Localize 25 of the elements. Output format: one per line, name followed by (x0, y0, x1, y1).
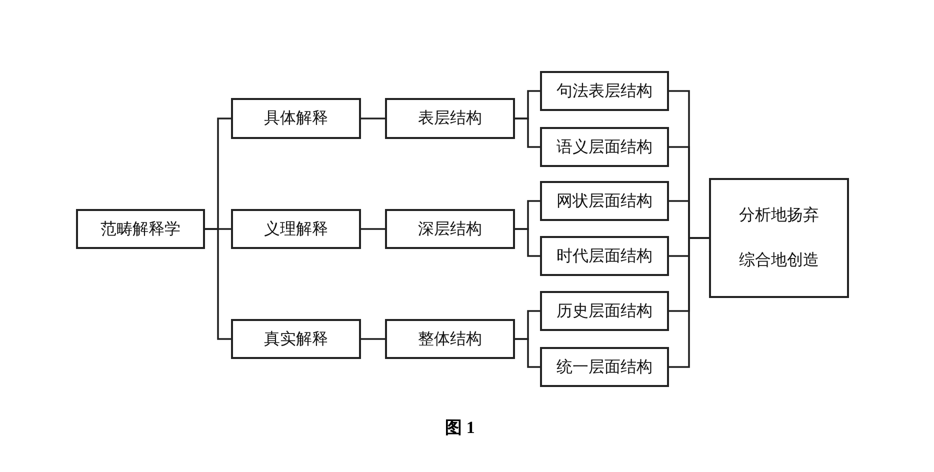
concept-box: 网状层面结构 (540, 181, 669, 221)
connector-line (515, 338, 540, 368)
concept-box: 时代层面结构 (540, 236, 669, 276)
concept-box: 句法表层结构 (540, 71, 669, 111)
concept-box: 真实解释 (231, 319, 361, 359)
concept-box: 深层结构 (385, 209, 515, 249)
connector-line (361, 338, 385, 340)
concept-box: 统一层面结构 (540, 347, 669, 387)
connector-line (361, 118, 385, 120)
concept-box: 语义层面结构 (540, 127, 669, 167)
connector-line (669, 237, 709, 368)
connector-line (515, 228, 540, 257)
concept-box: 义理解释 (231, 209, 361, 249)
concept-box: 整体结构 (385, 319, 515, 359)
concept-box: 具体解释 (231, 98, 361, 139)
figure-caption: 图 1 (444, 417, 476, 439)
root-box: 范畴解释学 (76, 209, 205, 249)
connector-line (205, 228, 231, 340)
connector-line (361, 228, 385, 230)
result-box (709, 178, 849, 298)
concept-box: 表层结构 (385, 98, 515, 139)
concept-box: 历史层面结构 (540, 291, 669, 331)
box-text: 分析地扬弃 (739, 206, 819, 226)
box-text: 综合地创造 (739, 250, 819, 271)
connector-line (515, 118, 540, 148)
